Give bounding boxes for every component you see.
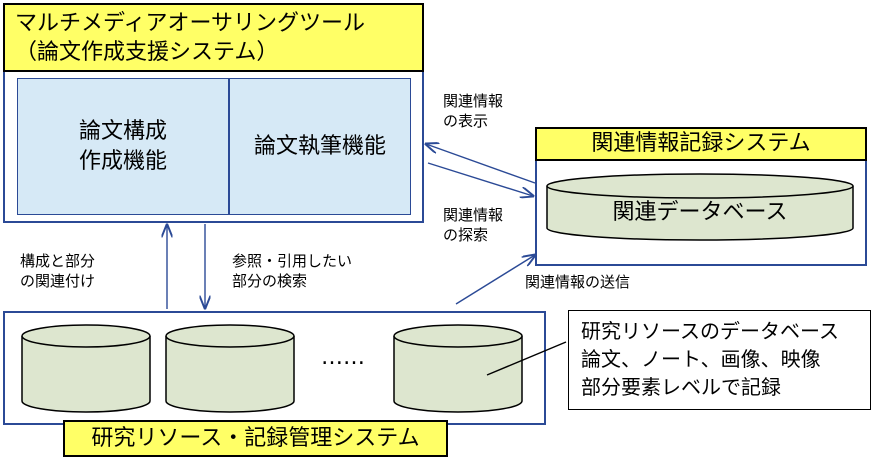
- resource-system-title: 研究リソース・記録管理システム: [63, 420, 448, 457]
- label-reference: 参照・引用したい 部分の検索: [232, 252, 353, 290]
- label-send: 関連情報の送信: [525, 273, 631, 291]
- authoring-title-line1: マルチメディアオーサリングツール: [15, 11, 366, 36]
- resource-db-cylinder-3: [393, 324, 523, 413]
- label-display: 関連情報 の表示: [443, 92, 504, 130]
- resource-db-cylinder-2: [165, 324, 295, 413]
- authoring-system-title: マルチメディアオーサリングツール （論文作成支援システム）: [3, 3, 424, 72]
- ellipsis-dots: ……: [321, 345, 365, 370]
- resource-db-cylinder-1: [21, 324, 151, 413]
- arrow-send: [455, 255, 535, 305]
- label-link: 構成と部分 の関連付け: [20, 252, 96, 290]
- structure-function-cell: 論文構成 作成機能: [17, 78, 229, 215]
- related-system-title: 関連情報記録システム: [535, 127, 867, 161]
- writing-function-cell: 論文執筆機能: [229, 78, 411, 215]
- related-database-label: 関連データベース: [612, 200, 788, 225]
- callout-pointer: [486, 341, 567, 376]
- arrow-search: [427, 162, 533, 196]
- label-search: 関連情報 の探索: [443, 206, 504, 244]
- resource-callout: 研究リソースのデータベース 論文、ノート、画像、映像 部分要素レベルで記録: [568, 310, 871, 410]
- authoring-title-line2: （論文作成支援システム）: [15, 40, 279, 65]
- related-database-cylinder: [546, 173, 854, 241]
- arrow-display: [426, 144, 536, 184]
